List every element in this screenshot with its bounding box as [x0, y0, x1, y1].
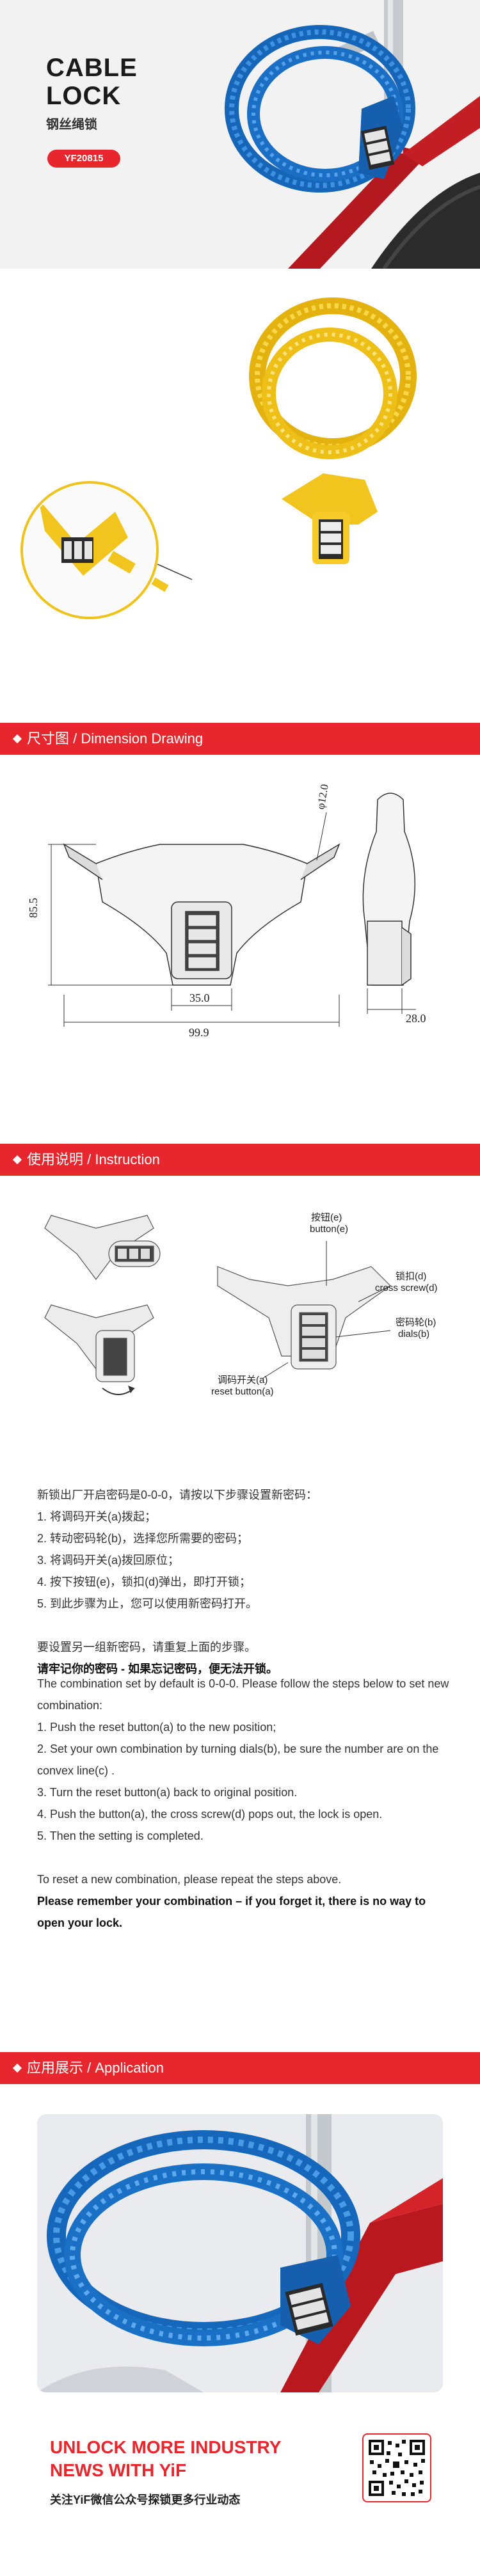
instruction-steps-en: The combination set by default is 0-0-0.… [37, 1673, 453, 1934]
step-4-en: 4. Push the button(a), the cross screw(d… [37, 1808, 383, 1821]
label-dials-cn: 密码轮(b) [396, 1317, 436, 1328]
dim-total-width-label: 99.9 [189, 1026, 209, 1039]
hero-subtitle: 钢丝绳锁 [46, 118, 97, 132]
reset-note-cn: 要设置另一组新密码，请重复上面的步骤。 [37, 1641, 256, 1654]
label-button-en: button(e) [310, 1224, 348, 1235]
label-dials-en: dials(b) [398, 1329, 429, 1339]
section-bar-dimension: 尺寸图 / Dimension Drawing [0, 723, 480, 755]
dimension-drawing: 85.5 35.0 99.9 φ12.0 28.0 [27, 783, 426, 1039]
section-title-instruction: 使用说明 / Instruction [27, 1151, 160, 1167]
label-button-cn: 按钮(e) [311, 1212, 342, 1223]
section-title-dimension: 尺寸图 / Dimension Drawing [27, 731, 204, 747]
dim-depth-label: 28.0 [406, 1012, 426, 1025]
diamond-bullet-icon [12, 2063, 22, 2073]
step-3-cn: 3. 将调码开关(a)拨回原位； [37, 1554, 180, 1567]
step-4-cn: 4. 按下按钮(e)，锁扣(d)弹出，即打开锁； [37, 1576, 252, 1588]
application-photo [37, 2114, 443, 2392]
dim-diameter-label: φ12.0 [314, 783, 331, 810]
step-intro-en: The combination set by default is 0-0-0.… [37, 1677, 449, 1712]
hero-banner: CABLE LOCK 钢丝绳锁 YF20815 [0, 0, 480, 269]
model-badge: YF20815 [47, 150, 120, 168]
section-bar-application: 应用展示 / Application [0, 2052, 480, 2084]
wechat-qr-code[interactable] [362, 2433, 431, 2502]
hero-title-line1: CABLE [46, 54, 138, 82]
footer-title: UNLOCK MORE INDUSTRY NEWS WITH YiF [50, 2437, 281, 2480]
hero-photo-blue-lock [225, 0, 480, 269]
label-reset-cn: 调码开关(a) [218, 1375, 268, 1386]
product-showcase [0, 269, 480, 720]
instruction-diagram: 按钮(e) button(e) 锁扣(d) cross screw(d) 密码轮… [44, 1212, 438, 1397]
label-reset-en: reset button(a) [211, 1386, 274, 1397]
footer-subtitle: 关注YiF微信公众号探锁更多行业动态 [50, 2493, 241, 2506]
step-5-en: 5. Then the setting is completed. [37, 1829, 204, 1842]
section-bar-instruction: 使用说明 / Instruction [0, 1144, 480, 1176]
yellow-lock-illustration [20, 297, 417, 619]
label-cross-en: cross screw(d) [375, 1283, 438, 1293]
hero-title-line2: LOCK [46, 82, 122, 110]
diamond-bullet-icon [12, 1155, 22, 1165]
warning-en: Please remember your combination – if yo… [37, 1895, 426, 1929]
qr-code-icon [367, 2438, 426, 2497]
step-1-en: 1. Push the reset button(a) to the new p… [37, 1721, 276, 1734]
diamond-bullet-icon [12, 734, 22, 744]
step-5-cn: 5. 到此步骤为止，您可以使用新密码打开。 [37, 1597, 258, 1610]
step-2-cn: 2. 转动密码轮(b)，选择您所需要的密码； [37, 1532, 249, 1545]
step-3-en: 3. Turn the reset button(a) back to orig… [37, 1786, 298, 1799]
hero-title: CABLE LOCK [46, 55, 138, 109]
reset-note-en: To reset a new combination, please repea… [37, 1873, 342, 1886]
dim-inner-width-label: 35.0 [189, 992, 210, 1004]
step-1-cn: 1. 将调码开关(a)拨起； [37, 1510, 157, 1523]
dim-height-label: 85.5 [27, 898, 40, 919]
step-intro-cn: 新锁出厂开启密码是0-0-0，请按以下步骤设置新密码： [37, 1489, 318, 1501]
step-2-en: 2. Set your own combination by turning d… [37, 1742, 439, 1777]
warning-cn: 请牢记你的密码 - 如果忘记密码，便无法开锁。 [37, 1663, 278, 1675]
instruction-steps-cn: 新锁出厂开启密码是0-0-0，请按以下步骤设置新密码： 1. 将调码开关(a)拨… [37, 1484, 453, 1680]
label-cross-cn: 锁扣(d) [396, 1271, 426, 1282]
section-title-application: 应用展示 / Application [27, 2060, 164, 2076]
